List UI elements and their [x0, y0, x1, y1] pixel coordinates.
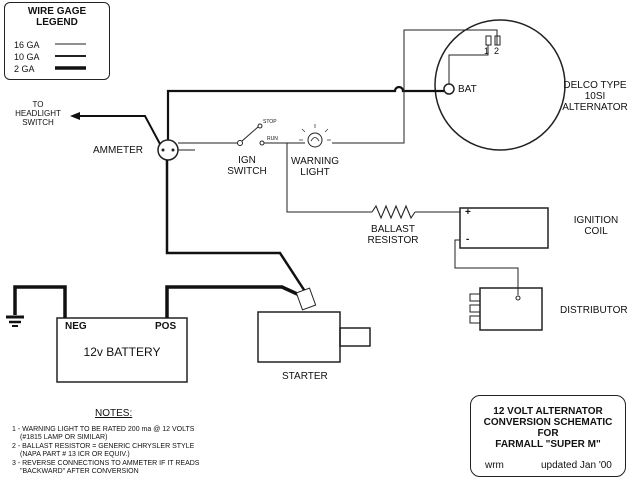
warning-lamp-rays [299, 124, 331, 141]
distributor-post-1 [469, 293, 481, 302]
wire-ammeter-to-starter [165, 160, 310, 297]
ammeter-post-left [161, 148, 165, 152]
starter-solenoid-terminal [295, 287, 317, 311]
ballast-resistor-label: BALLAST RESISTOR [360, 224, 426, 246]
battery-pos-label: POS [155, 321, 177, 332]
ign-switch-pivot [237, 140, 243, 146]
arrow-headlight [70, 112, 80, 120]
headlight-label-line-2: HEADLIGHT [15, 109, 61, 118]
distributor-label: DISTRIBUTOR [560, 305, 628, 316]
bat-terminal [443, 83, 455, 95]
starter-body [257, 311, 341, 363]
title-author: wrm [485, 460, 504, 471]
note-line-6: "BACKWARD" AFTER CONVERSION [20, 468, 139, 475]
warning-light-label-line-2: LIGHT [300, 167, 330, 178]
ammeter-circle [157, 139, 179, 161]
headlight-switch-label: TO HEADLIGHT SWITCH [8, 100, 68, 127]
legend-title-line-2: LEGEND [36, 17, 78, 28]
title-block-text: 12 VOLT ALTERNATOR CONVERSION SCHEMATIC … [471, 406, 625, 450]
battery-neg-label: NEG [65, 321, 87, 332]
title-updated: updated Jan '00 [541, 460, 612, 471]
ign-switch-label-line-2: SWITCH [227, 166, 267, 177]
coil-minus-label: - [466, 234, 470, 245]
alternator-circle [434, 19, 566, 151]
coil-label-line-1: IGNITION [573, 215, 619, 226]
distributor-post-3 [469, 315, 481, 324]
note-line-4: (NAPA PART # 13 ICR OR EQUIV.) [20, 451, 130, 458]
ign-switch-stop-label: STOP [263, 119, 277, 125]
wire-switch-to-ballast [286, 143, 372, 213]
title-block: 12 VOLT ALTERNATOR CONVERSION SCHEMATIC … [470, 395, 626, 477]
distributor-body [479, 287, 543, 331]
coil-label-line-2: COIL [584, 226, 608, 237]
headlight-label-line-1: TO [32, 100, 44, 109]
wire-battery-pos-to-starter [165, 285, 307, 318]
alternator-terminal-2-label: 2 [494, 46, 500, 56]
ign-switch-run-label: RUN [267, 136, 278, 142]
notes-heading: NOTES: [95, 408, 133, 419]
title-line-2: CONVERSION SCHEMATIC [483, 417, 613, 428]
ground-symbol [6, 315, 24, 327]
ammeter-label: AMMETER [93, 145, 143, 156]
warning-lamp [307, 132, 323, 148]
distributor-post-2 [469, 304, 481, 313]
ign-switch-blade [241, 126, 259, 142]
wire-gage-legend: WIRE GAGE LEGEND 16 GA 10 GA 2 GA [4, 2, 110, 80]
wire-coil-to-distributor [454, 239, 519, 295]
alternator-plug-1 [485, 35, 492, 46]
distributor-terminal [515, 295, 521, 301]
ign-switch-label-line-1: IGN [238, 155, 256, 166]
warning-light-label-line-1: WARNING [291, 156, 339, 167]
ballast-label-line-2: RESISTOR [367, 235, 419, 246]
alternator-label-line-3: ALTERNATOR [562, 102, 628, 113]
legend-title-line-1: WIRE GAGE [27, 6, 87, 17]
wire-to-headlight [77, 115, 161, 145]
wire-alt-term-2 [332, 29, 498, 144]
note-line-1: 1 - WARNING LIGHT TO BE RATED 200 ma @ 1… [12, 426, 195, 433]
wire-alt-term-1 [448, 45, 489, 84]
note-line-2: (#1815 LAMP OR SIMILAR) [20, 434, 108, 441]
wire-ammeter-to-bat [166, 85, 444, 144]
ignition-coil-body [459, 207, 549, 249]
wire-battery-neg-ground [13, 285, 67, 318]
ammeter-post-right [171, 148, 175, 152]
ballast-resistor-symbol [371, 204, 416, 220]
warning-lamp-filament [310, 137, 320, 142]
ignition-coil-label: IGNITION COIL [566, 215, 626, 237]
note-line-3: 2 - BALLAST RESISTOR = GENERIC CHRYSLER … [12, 443, 195, 450]
alternator-label-line-2: 10SI [584, 91, 606, 102]
title-line-4: FARMALL "SUPER M" [495, 439, 601, 450]
starter-label: STARTER [282, 371, 328, 382]
ign-switch-run-contact [259, 140, 265, 146]
title-line-1: 12 VOLT ALTERNATOR [493, 406, 603, 417]
bat-terminal-label: BAT [458, 84, 477, 95]
starter-pinion [339, 327, 371, 347]
legend-title: WIRE GAGE LEGEND [5, 6, 109, 28]
coil-plus-label: + [465, 207, 471, 218]
battery-label: 12v BATTERY [83, 345, 161, 359]
legend-row-2ga: 2 GA [14, 64, 35, 74]
legend-row-10ga: 10 GA [14, 52, 40, 62]
ballast-label-line-1: BALLAST [371, 224, 415, 235]
headlight-label-line-3: SWITCH [22, 118, 54, 127]
battery-body [56, 317, 188, 383]
warning-light-label: WARNING LIGHT [285, 156, 345, 178]
note-line-5: 3 - REVERSE CONNECTIONS TO AMMETER IF IT… [12, 460, 200, 467]
alternator-label: DELCO TYPE 10SI ALTERNATOR [552, 80, 638, 113]
ign-switch-label: IGN SWITCH [224, 155, 270, 177]
legend-row-16ga: 16 GA [14, 40, 40, 50]
alternator-terminal-1-label: 1 [484, 46, 490, 56]
ign-switch-stop-contact [257, 123, 263, 129]
title-line-3: FOR [537, 428, 559, 439]
alternator-label-line-1: DELCO TYPE [563, 80, 627, 91]
